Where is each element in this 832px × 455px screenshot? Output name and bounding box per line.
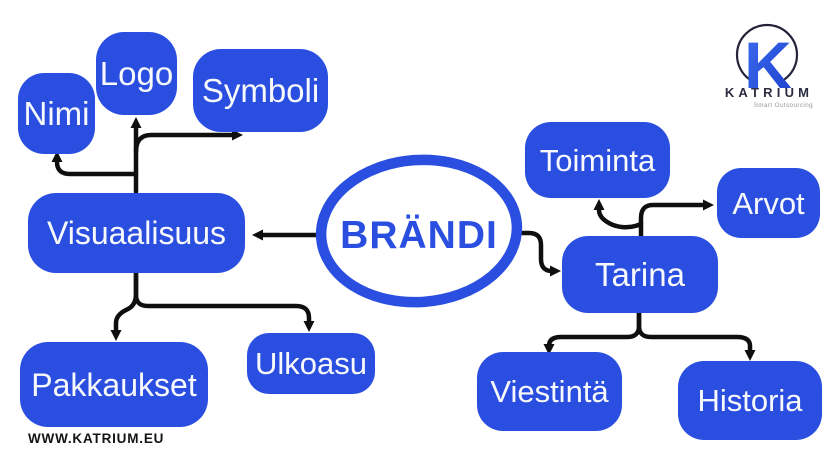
- edge-tarina-arvot: [638, 199, 714, 239]
- edge-visuaalisuus-ulkoasu: [133, 270, 315, 332]
- node-toiminta: Toiminta: [525, 122, 670, 198]
- center-topic-label: BRÄNDI: [340, 214, 498, 257]
- node-ulkoasu: Ulkoasu: [247, 333, 375, 394]
- edge-tarina-historia: [636, 310, 756, 361]
- edge-tarina-toiminta: [593, 199, 644, 230]
- edge-tarina-viestinta: [543, 310, 642, 355]
- edge-brandi-tarina: [515, 230, 561, 277]
- node-symboli: Symboli: [193, 49, 328, 132]
- node-nimi: Nimi: [18, 73, 95, 154]
- node-tarina: Tarina: [562, 236, 718, 313]
- edge-visuaalisuus-pakkaukset: [110, 270, 139, 341]
- node-pakkaukset: Pakkaukset: [20, 342, 208, 427]
- edge-visuaalisuus-nimi: [51, 151, 139, 177]
- node-arvot: Arvot: [717, 168, 820, 238]
- logo-circle-arc-icon: [735, 23, 799, 87]
- website-url: WWW.KATRIUM.EU: [28, 431, 165, 446]
- katrium-logo: K KATRIUM Smart Outsourcing: [725, 23, 813, 109]
- center-topic-ellipse: [315, 154, 523, 308]
- edge-visuaalisuus-symboli: [133, 129, 243, 155]
- node-historia: Historia: [678, 361, 822, 440]
- node-logo: Logo: [96, 32, 177, 115]
- logo-company-name: KATRIUM: [725, 85, 813, 100]
- node-viestinta: Viestintä: [477, 352, 622, 431]
- logo-k-letter: K: [744, 28, 792, 102]
- node-visuaalisuus: Visuaalisuus: [28, 193, 245, 273]
- logo-tagline: Smart Outsourcing: [754, 102, 813, 109]
